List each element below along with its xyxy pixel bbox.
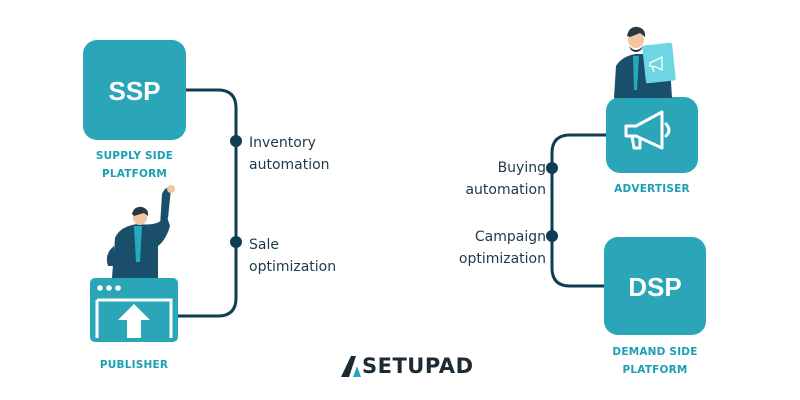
right-node-2 bbox=[546, 230, 558, 242]
left-node-1 bbox=[230, 135, 242, 147]
ssp-caption: SUPPLY SIDE PLATFORM bbox=[68, 147, 201, 183]
dsp-caption: DEMAND SIDE PLATFORM bbox=[588, 343, 722, 379]
ssp-box-label: SSP bbox=[108, 76, 161, 106]
dsp-box bbox=[604, 237, 706, 335]
ssp-box bbox=[83, 40, 186, 140]
note-line: Campaign bbox=[474, 229, 546, 245]
publisher-person-icon bbox=[106, 185, 175, 278]
ssp-caption-line2: PLATFORM bbox=[101, 168, 168, 180]
note-line: automation bbox=[249, 157, 330, 173]
note-campaign-optimization: Campaign optimization bbox=[420, 226, 546, 270]
right-connector-line bbox=[550, 133, 606, 288]
note-inventory-automation: Inventory automation bbox=[249, 132, 330, 176]
note-line: automation bbox=[465, 182, 546, 198]
megaphone-icon bbox=[624, 110, 671, 150]
note-line: optimization bbox=[458, 251, 546, 267]
dsp-box-label: DSP bbox=[628, 272, 682, 302]
note-line: Buying bbox=[497, 160, 546, 176]
note-buying-automation: Buying automation bbox=[430, 157, 546, 201]
left-connector-line bbox=[178, 88, 238, 318]
setupad-logo-icon bbox=[341, 356, 361, 377]
publisher-browser-icon bbox=[90, 278, 178, 342]
note-line: Sale bbox=[249, 237, 279, 253]
publisher-caption: PUBLISHER bbox=[99, 359, 169, 371]
advertiser-caption: ADVERTISER bbox=[614, 183, 690, 195]
note-line: Inventory bbox=[249, 135, 316, 151]
dsp-caption-line1: DEMAND SIDE bbox=[612, 346, 698, 358]
note-sale-optimization: Sale optimization bbox=[249, 234, 336, 278]
dsp-caption-line2: PLATFORM bbox=[622, 364, 688, 376]
brand-name: SETUPAD bbox=[362, 354, 474, 378]
right-node-1 bbox=[546, 162, 558, 174]
advertiser-person-icon bbox=[614, 26, 676, 98]
left-node-2 bbox=[230, 236, 242, 248]
note-line: optimization bbox=[249, 259, 337, 275]
ssp-caption-line1: SUPPLY SIDE bbox=[95, 150, 174, 162]
